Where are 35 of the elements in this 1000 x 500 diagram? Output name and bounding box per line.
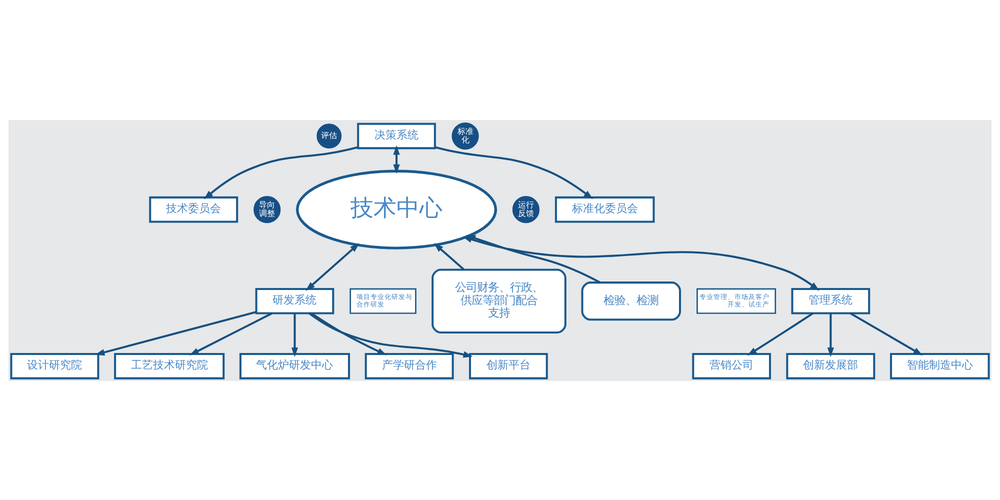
arrow — [434, 146, 594, 199]
node-circle: 运行反馈 — [512, 196, 540, 223]
arrow — [310, 312, 387, 355]
node-box: 公司财务、行政、供应等部门配合支持 — [432, 268, 566, 333]
node-box: 智能制造中心 — [890, 352, 990, 379]
node-box: 检验、检测 — [581, 281, 681, 320]
node-box: 技术委员会 — [149, 196, 238, 222]
arrow — [462, 236, 820, 290]
node-box: 气化炉研发中心 — [239, 352, 350, 379]
arrow — [189, 312, 272, 355]
node-box: 设计研究院 — [10, 352, 100, 379]
node-box: 产学研合作 — [364, 352, 454, 379]
arrow — [827, 312, 834, 356]
node-box: 管理系统 — [791, 287, 870, 314]
arrow — [747, 312, 814, 356]
arrow — [393, 144, 400, 174]
arrow — [306, 242, 360, 290]
arrow — [434, 242, 464, 270]
node-box: 标准化委员会 — [554, 196, 655, 222]
arrow — [466, 234, 601, 283]
node-box: 工艺技术研究院 — [114, 352, 225, 379]
arrow — [204, 146, 358, 199]
node-box: 营销公司 — [692, 352, 771, 379]
node-box: 决策系统 — [357, 122, 436, 149]
node-box: 创新发展部 — [786, 352, 876, 379]
node-ellipse: 技术中心 — [296, 169, 498, 249]
arrow — [95, 310, 256, 356]
arrow — [850, 312, 923, 355]
node-circle: 评估 — [316, 123, 342, 148]
node-circle: 导向调整 — [254, 196, 281, 223]
arrow — [291, 312, 298, 356]
arrow — [308, 312, 473, 358]
node-box: 创新平台 — [469, 352, 548, 379]
node-circle: 标准化 — [452, 122, 479, 150]
node-box: 研发系统 — [255, 287, 334, 314]
